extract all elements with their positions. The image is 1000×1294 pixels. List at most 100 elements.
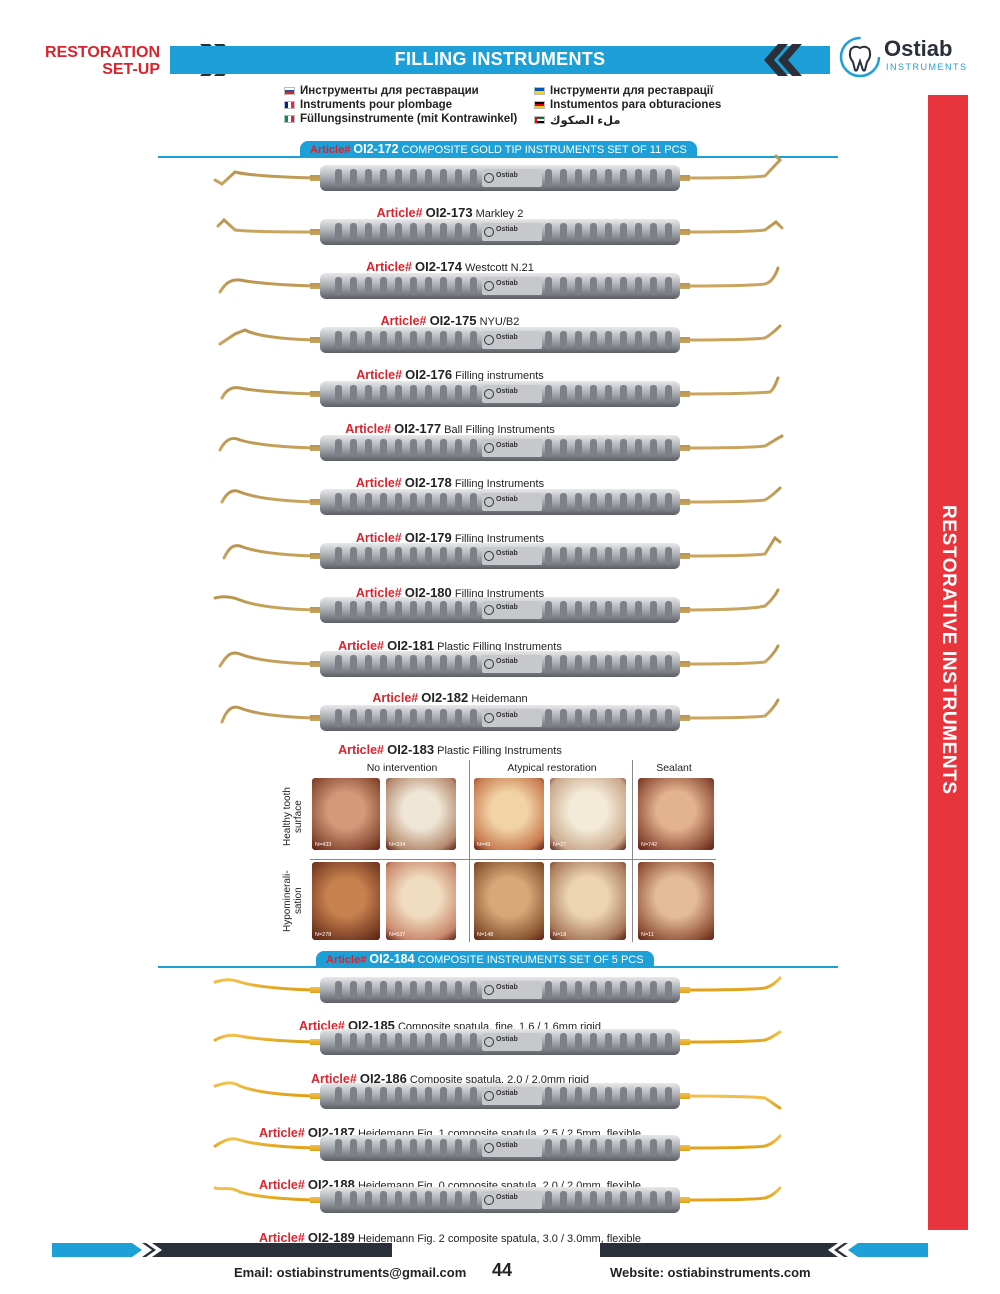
handle-brand: Ostiab [496,1090,518,1097]
instrument-graphic [213,1134,782,1161]
instrument-graphic [222,535,782,569]
item-desc: Heidemann [471,693,528,705]
item-code: OI2-176 [405,367,453,382]
photo-count: N=11 [641,932,654,938]
item-label: Article# OI2-178 Filling Instruments [355,475,545,490]
handle-brand: Ostiab [496,1142,518,1149]
clinical-photo: N=433 [312,778,380,850]
instrument-graphic [213,976,782,1003]
handle-brand: Ostiab [496,280,518,287]
clinical-photo: N=11 [638,862,714,940]
footer-email: Email: ostiabinstruments@gmail.com [234,1265,467,1280]
item-code: OI2-183 [387,742,435,757]
photo-count: N=742 [641,842,658,848]
photo-count: N=278 [315,932,332,938]
item-label: Article# OI2-189 Heidemann Fig. 2 compos… [258,1230,642,1245]
item-desc: Plastic Filling Instruments [437,641,562,653]
instrument-graphic [220,486,782,515]
instrument-image: Ostiab [210,370,790,418]
handle-brand: Ostiab [496,226,518,233]
photo-count: N=49 [477,842,491,848]
photo-count: N=148 [477,932,494,938]
logo-sub: INSTRUMENTS [886,62,968,72]
item-code: OI2-186 [359,1071,407,1086]
item-label: Article# OI2-174 Westcott N.21 [366,259,534,274]
item-code: OI2-177 [394,421,442,436]
handle-brand: Ostiab [496,712,518,719]
set2-header: Article# OI2-184 COMPOSITE INSTRUMENTS S… [316,951,654,967]
instrument-graphic [218,644,780,677]
item-label: Article# OI2-177 Ball Filling Instrument… [345,421,555,436]
flag-fr-icon [284,101,295,109]
lang-ru: Инструменты для реставрации [284,85,479,97]
grid-separator-h [310,859,716,860]
clinical-photo: N=742 [638,778,714,850]
flag-ru-icon [284,87,295,95]
item-code: OI2-181 [387,638,435,653]
item-code: OI2-182 [421,690,469,705]
item-desc: Markley 2 [475,208,524,220]
item-label: Article# OI2-181 Plastic Filling Instrum… [338,638,562,653]
clinical-photo: N=49 [474,778,544,850]
photo-count: N=537 [389,932,406,938]
instrument-graphic [213,1029,782,1055]
item-desc: Filling Instruments [454,533,545,545]
instrument-image: Ostiab [210,1018,790,1066]
item-desc: Westcott N.21 [465,262,534,274]
page-number: 44 [491,1260,513,1280]
item-label: Article# OI2-173 Markley 2 [376,205,524,220]
instrument-image: Ostiab [210,1124,790,1172]
instrument-graphic [213,1081,782,1110]
flag-ae-icon [534,116,545,124]
instrument-graphic [218,434,784,461]
item-label: Article# OI2-176 Filling instruments [356,367,544,382]
set2-divider [158,966,838,968]
instrument-image: Ostiab [210,316,790,364]
item-code: OI2-174 [414,259,462,274]
item-code: OI2-180 [404,585,452,600]
handle-brand: Ostiab [496,442,518,449]
row-hypo: Hypominerali- sation [282,870,304,932]
lang-ae: ملء الصكوك [534,113,621,127]
set1-header: Article# OI2-172 COMPOSITE GOLD TIP INST… [300,141,697,157]
photo-count: N=18 [553,932,567,938]
handle-brand: Ostiab [496,984,518,991]
item-desc: Plastic Filling Instruments [437,745,562,757]
instrument-image: Ostiab [210,154,790,202]
handle-brand: Ostiab [496,496,518,503]
handle-brand: Ostiab [496,1194,518,1201]
section-tag: RESTORATION SET-UP [40,44,160,78]
footer-website: Website: ostiabinstruments.com [610,1265,811,1280]
lang-fr: Instruments pour plombage [284,99,452,111]
clinical-photo-grid: No intervention Atypical restoration Sea… [282,760,716,942]
item-desc: NYU/B2 [479,316,520,328]
handle-brand: Ostiab [496,388,518,395]
item-desc: Filling Instruments [454,478,545,490]
tooth-logo-icon [839,36,881,78]
clinical-photo: N=334 [386,778,456,850]
instrument-graphic [213,1186,782,1213]
col-no-intervention: No intervention [366,762,438,774]
clinical-photo: N=537 [386,862,456,940]
handle-brand: Ostiab [496,550,518,557]
flag-de-icon [534,101,545,109]
col-sealant: Sealant [656,762,692,774]
instrument-image: Ostiab [210,1176,790,1224]
photo-count: N=27 [553,842,567,848]
clinical-photo: N=18 [550,862,626,940]
header-bar: FILLING INSTRUMENTS [170,46,830,74]
grid-separator-1 [469,760,470,942]
clinical-photo: N=27 [550,778,626,850]
instrument-image: Ostiab [210,262,790,310]
logo-brand: Ostiab [884,36,953,61]
clinical-photo: N=148 [474,862,544,940]
instrument-image: Ostiab [210,694,790,742]
handle-brand: Ostiab [496,604,518,611]
footer-bar-right [600,1243,928,1257]
instrument-image: Ostiab [210,1072,790,1120]
clinical-photo: N=278 [312,862,380,940]
handle-brand: Ostiab [496,658,518,665]
instrument-graphic [220,698,780,731]
item-label: Article# OI2-175 NYU/B2 [380,313,520,328]
item-label: Article# OI2-182 Heidemann [372,690,528,705]
